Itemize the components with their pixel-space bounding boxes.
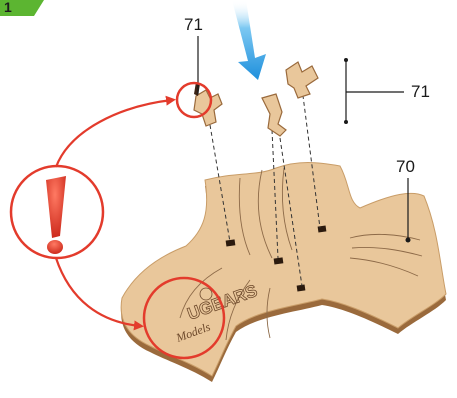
board-slot	[318, 225, 327, 232]
board-slot	[297, 284, 306, 291]
callout-label-top: 71	[184, 16, 203, 33]
part-middle-peg	[262, 94, 286, 136]
callout-label-board: 70	[396, 158, 415, 175]
blue-down-arrow-icon	[232, 0, 266, 80]
board-slot	[274, 257, 284, 264]
board-slot	[226, 239, 236, 246]
callout-label-right: 71	[411, 83, 430, 100]
part-71-right	[286, 62, 318, 98]
wooden-board	[121, 163, 446, 383]
step-number: 1	[4, 0, 12, 14]
